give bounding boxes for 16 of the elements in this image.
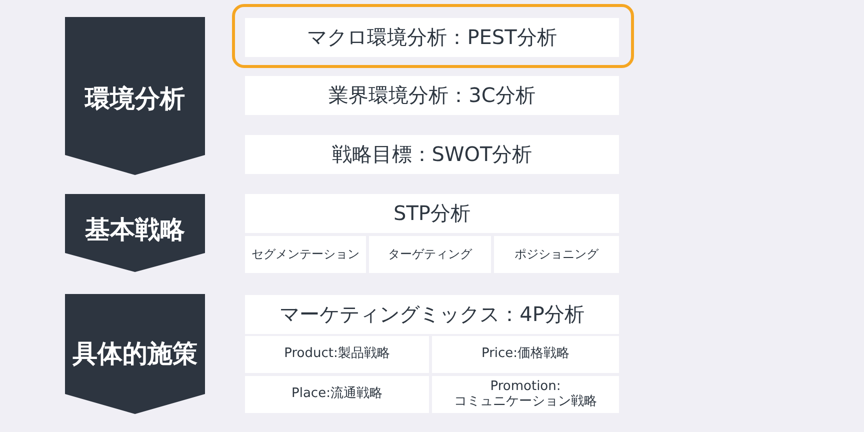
card-item: ポジショニング bbox=[514, 246, 598, 263]
card-item: ターゲティング bbox=[388, 246, 472, 263]
card-item: セグメンテーション bbox=[252, 246, 360, 263]
card-item: Promotion: コミュニケーション戦略 bbox=[453, 380, 598, 409]
card-title: STP分析 bbox=[394, 200, 470, 227]
card-item: Price:価格戦略 bbox=[481, 347, 570, 362]
stage-label: 具体的施策 bbox=[72, 338, 198, 370]
highlight-frame bbox=[232, 4, 634, 68]
card-item: Place:流通戦略 bbox=[292, 387, 382, 402]
card-item: Product:製品戦略 bbox=[284, 347, 390, 362]
card-title: マーケティングミックス：4P分析 bbox=[280, 301, 584, 328]
card-title: 業界環境分析：3C分析 bbox=[328, 82, 536, 109]
stage-label: 環境分析 bbox=[84, 83, 186, 115]
stage-label: 基本戦略 bbox=[84, 214, 186, 246]
card-title: 戦略目標：SWOT分析 bbox=[332, 141, 532, 168]
card-title: マクロ環境分析：PEST分析 bbox=[307, 24, 557, 51]
